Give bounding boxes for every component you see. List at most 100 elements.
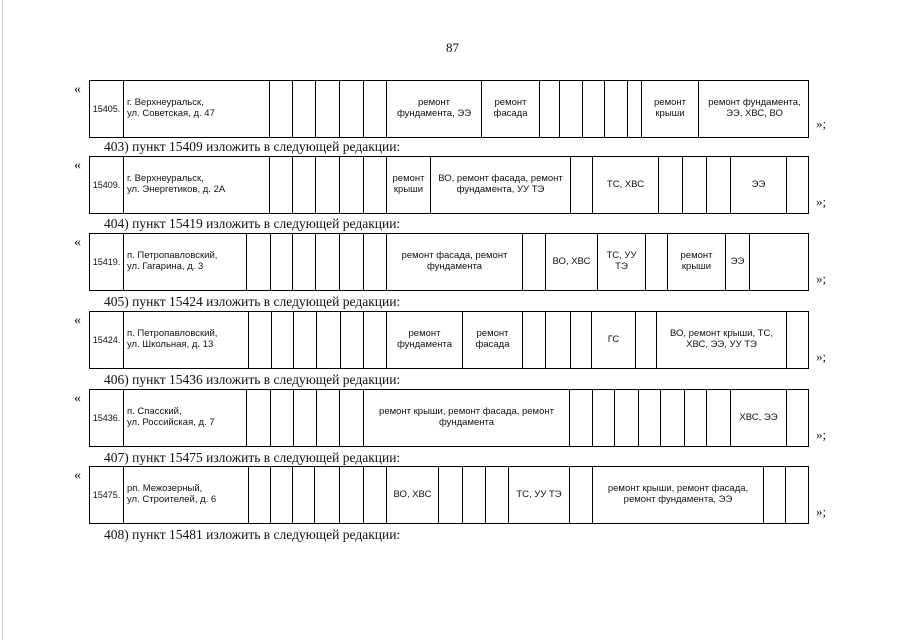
amendment-instruction: 408) пункт 15481 изложить в следующей ре… (104, 527, 401, 542)
closing-quote: »; (816, 349, 827, 364)
empty-cell (270, 467, 292, 523)
table-row: 15409. г. Верхнеуральск,ул. Энергетиков,… (89, 156, 809, 214)
work-type-cell: ТС, УУ ТЭ (597, 234, 645, 290)
empty-cell (682, 157, 706, 213)
address-line-1: г. Верхнеуральск, (127, 97, 204, 109)
address-cell: п. Спасский,ул. Российская, д. 7 (123, 390, 246, 446)
empty-cell (292, 81, 315, 137)
empty-cell (293, 390, 316, 446)
work-type-cell: ВО, ХВС (386, 467, 438, 523)
row-number: 15409. (92, 179, 121, 190)
row-number: 15405. (92, 103, 121, 114)
empty-cell (363, 467, 386, 523)
amendment-instruction: 404) пункт 15419 изложить в следующей ре… (104, 216, 401, 231)
work-type-cell: ЭЭ (725, 234, 749, 290)
empty-cell (292, 467, 314, 523)
empty-cell (592, 390, 614, 446)
opening-quote: « (74, 158, 81, 173)
table-row: 15475. рп. Межозерный,ул. Строителей, д.… (89, 466, 809, 524)
empty-cell (569, 467, 592, 523)
address-cell: п. Петропавловский,ул. Школьная, д. 13 (123, 312, 248, 368)
work-type-cell: ВО, ремонт крыши, ТС, ХВС, ЭЭ, УУ ТЭ (656, 312, 786, 368)
empty-cell (684, 390, 706, 446)
empty-cell (339, 390, 363, 446)
closing-quote: »; (816, 271, 827, 286)
empty-cell (570, 312, 591, 368)
empty-cell (293, 312, 316, 368)
empty-cell (614, 390, 638, 446)
amendment-instruction: 406) пункт 15436 изложить в следующей ре… (104, 372, 401, 387)
empty-cell (339, 157, 363, 213)
work-type-cell: ВО, ХВС (545, 234, 597, 290)
empty-cell (658, 157, 682, 213)
table-row: 15424. п. Петропавловский,ул. Школьная, … (89, 311, 809, 369)
work-type-cell: ХВС, ЭЭ (730, 390, 786, 446)
empty-cell (363, 234, 386, 290)
address-line-2: ул. Российская, д. 7 (127, 417, 215, 428)
empty-cell (316, 312, 340, 368)
amendment-entry-15405: « 15405. г. Верхнеуральск,ул. Советская,… (0, 80, 905, 150)
empty-cell (638, 390, 660, 446)
work-type-cell: ремонт крыши (667, 234, 725, 290)
empty-cell (339, 81, 363, 137)
address-line-2: ул. Школьная, д. 13 (127, 339, 214, 350)
work-type-cell: ТС, УУ ТЭ (508, 467, 569, 523)
work-type-cell: ВО, ремонт фасада, ремонт фундамента, УУ… (430, 157, 570, 213)
empty-cell (270, 390, 293, 446)
empty-cell (248, 312, 271, 368)
empty-cell (340, 312, 363, 368)
empty-cell (485, 467, 508, 523)
address-line-2: ул. Советская, д. 47 (127, 108, 215, 119)
empty-cell (248, 467, 270, 523)
address-line-2: ул. Строителей, д. 6 (127, 494, 217, 505)
work-type-cell: ремонт крыши, ремонт фасада, ремонт фунд… (363, 390, 569, 446)
empty-cell (363, 81, 386, 137)
work-type-cell: ремонт фундамента, ЭЭ (386, 81, 481, 137)
work-type-cell: ТС, ХВС (592, 157, 658, 213)
empty-cell (522, 312, 545, 368)
empty-cell (339, 234, 363, 290)
page-number: 87 (446, 40, 459, 55)
empty-cell (582, 81, 604, 137)
work-type-cell: ремонт фундамента, ЭЭ, ХВС, ВО (698, 81, 810, 137)
amendment-entry-15424: « 15424. п. Петропавловский,ул. Школьная… (0, 311, 905, 381)
amendment-entry-15475: « 15475. рп. Межозерный,ул. Строителей, … (0, 466, 905, 536)
opening-quote: « (74, 468, 81, 483)
empty-cell (559, 81, 582, 137)
work-type-cell: ремонт фасада, ремонт фундамента (386, 234, 522, 290)
empty-cell (706, 157, 730, 213)
empty-cell (314, 467, 339, 523)
page-edge-line (2, 0, 3, 640)
row-number: 15436. (92, 412, 121, 423)
amendment-instruction: 403) пункт 15409 изложить в следующей ре… (104, 139, 401, 154)
empty-cell (315, 81, 339, 137)
address-line-2: ул. Гагарина, д. 3 (127, 261, 204, 272)
empty-cell (545, 312, 570, 368)
work-type-cell: ремонт крыши, ремонт фасада, ремонт фунд… (592, 467, 763, 523)
opening-quote: « (74, 391, 81, 406)
closing-quote: »; (816, 427, 827, 442)
work-type-cell: ремонт фундамента (386, 312, 462, 368)
closing-quote: »; (816, 116, 827, 131)
opening-quote: « (74, 235, 81, 250)
work-type-cell: ЭЭ (730, 157, 786, 213)
work-type-cell: ремонт фасада (462, 312, 522, 368)
table-row: 15436. п. Спасский,ул. Российская, д. 7 … (89, 389, 809, 447)
amendment-entry-15409: « 15409. г. Верхнеуральск,ул. Энергетико… (0, 156, 905, 226)
address-cell: г. Верхнеуральск,ул. Энергетиков, д. 2А (123, 157, 269, 213)
closing-quote: »; (816, 504, 827, 519)
empty-cell (635, 312, 656, 368)
address-line-2: ул. Энергетиков, д. 2А (127, 184, 226, 195)
row-number: 15424. (92, 334, 121, 345)
row-number: 15475. (92, 489, 121, 500)
address-cell: п. Петропавловский,ул. Гагарина, д. 3 (123, 234, 246, 290)
empty-cell (438, 467, 462, 523)
work-type-cell: ремонт крыши (641, 81, 698, 137)
empty-cell (786, 390, 810, 446)
empty-cell (363, 157, 386, 213)
amendment-instruction: 407) пункт 15475 изложить в следующей ре… (104, 450, 401, 465)
empty-cell (270, 234, 292, 290)
empty-cell (522, 234, 545, 290)
opening-quote: « (74, 82, 81, 97)
address-line-1: п. Петропавловский, (127, 328, 218, 340)
